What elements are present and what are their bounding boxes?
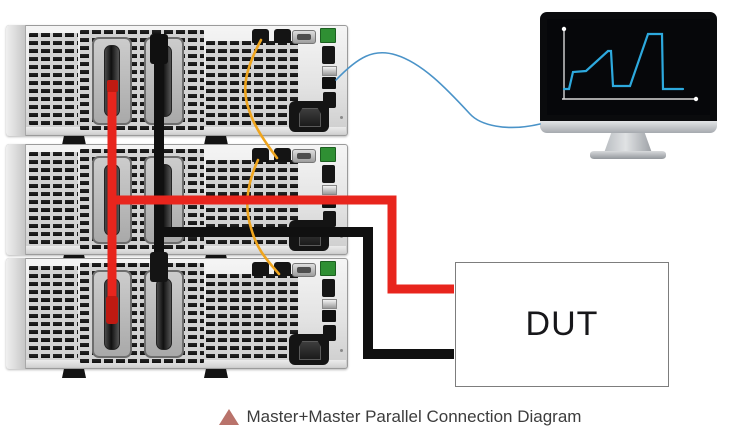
vent-grille-left [29,33,78,125]
chassis-foot [204,369,228,378]
chassis-foot [62,369,86,378]
lan-cable-to-pc [335,51,541,129]
usb-port [322,66,337,76]
monitor-screen [547,19,710,115]
serial-db9-port [292,30,316,44]
caption-triangle-icon [218,409,239,425]
parallel-port-b [274,148,291,162]
axis-endpoint-dot [561,26,567,32]
terminal-block [320,147,336,162]
vent-grille-right [206,41,298,125]
parallel-port-b [274,29,291,43]
screw [340,349,343,352]
parallel-port-a [252,29,269,43]
parallel-port-a [252,148,269,162]
vent-grille-left [29,152,78,244]
parallel-port-b [274,262,291,276]
lan-port [322,196,336,208]
busbar-channel [104,278,120,350]
psu-unit-top [6,25,348,145]
parallel-port-a [252,262,269,276]
busbar-channel [104,164,120,236]
ac-inlet [289,220,329,251]
monitor-chin [540,121,717,133]
busbar-channel [156,164,172,236]
io-port [322,165,335,183]
io-port [322,46,335,64]
vent-grille-right [206,160,298,244]
terminal-block [320,28,336,43]
psu-bottom-strip [26,127,346,134]
usb-port [322,299,337,309]
caption: Master+Master Parallel Connection Diagra… [68,407,732,427]
chassis-foot [204,136,228,145]
screw [340,116,343,119]
busbar-channel [104,45,120,117]
lan-port [322,310,336,322]
usb-port [322,185,337,195]
monitor-stand-base [590,151,666,159]
pc-monitor [540,12,717,159]
serial-db9-port [292,149,316,163]
psu-unit-bottom [6,258,348,378]
lan-port [322,77,336,89]
ac-inlet [289,334,329,365]
busbar-channel [156,278,172,350]
waveform-chart [561,26,699,102]
vent-grille-left [29,266,78,358]
positive-busbar-slot [92,37,132,125]
negative-busbar-slot [144,37,184,125]
waveform-line [562,32,685,91]
axis-endpoint-dot [693,96,699,102]
vent-grille-right [206,274,298,358]
serial-db9-port [292,263,316,277]
busbar-channel [156,45,172,117]
dut-label: DUT [525,305,599,343]
dut-box: DUT [455,262,669,387]
caption-text: Master+Master Parallel Connection Diagra… [246,407,582,426]
monitor-stand-neck [604,133,652,153]
chassis-foot [62,136,86,145]
psu-bottom-strip [26,360,346,367]
io-port [322,279,335,297]
psu-side-flange [6,25,26,136]
terminal-block [320,261,336,276]
positive-busbar-slot [92,156,132,244]
psu-side-flange [6,144,26,255]
negative-busbar-slot [144,270,184,358]
ac-inlet [289,101,329,132]
negative-busbar-slot [144,156,184,244]
psu-side-flange [6,258,26,369]
positive-busbar-slot [92,270,132,358]
screw [340,235,343,238]
psu-unit-middle [6,144,348,264]
